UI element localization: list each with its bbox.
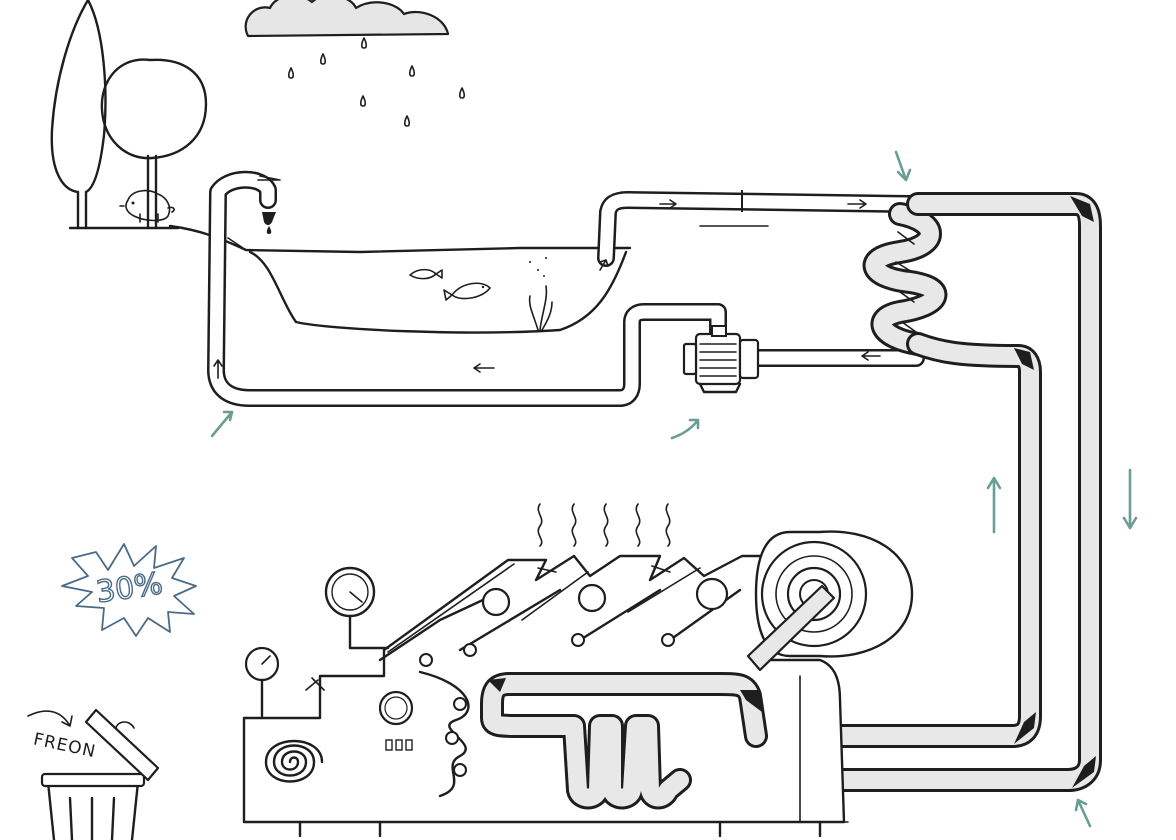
trash-bin-icon: FREON [27,708,160,840]
water-plant-icon [528,257,553,331]
refrigerant-pipe [668,192,1102,792]
freon-label: FREON [32,730,98,763]
heat-flow-arrows [210,150,1138,828]
spiral-coil-icon [264,739,324,783]
percentage-badge-label: 30% [94,566,165,610]
water-pump-icon [682,325,760,394]
fish-icon [409,268,491,301]
percentage-badge: 30% [61,543,197,637]
rain-cloud-icon [244,0,450,38]
trees-illustration [50,0,208,230]
raindrops [287,37,466,127]
water-loop-pipe [207,170,925,407]
fan-icon [746,530,914,672]
pig-icon [119,189,175,223]
pond [168,224,632,334]
heat-waves-icon [537,503,671,547]
flow-direction-arrows [213,199,881,379]
pressure-gauge-icon [244,566,414,751]
condenser-pipe [480,672,768,810]
coil-heat-exchanger [862,202,948,356]
